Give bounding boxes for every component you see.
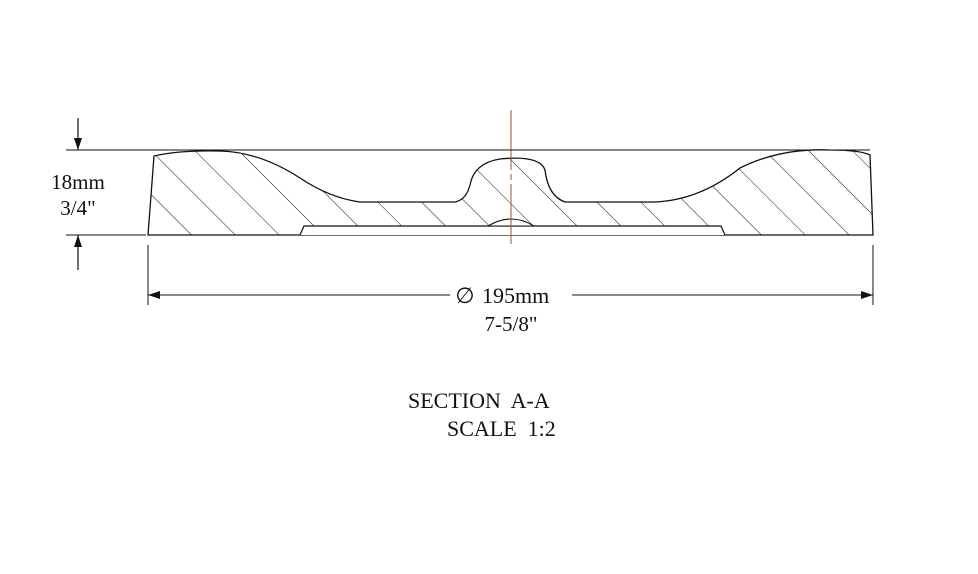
part-outline: [147, 149, 874, 236]
height-metric-label: 18mm: [51, 170, 105, 194]
diameter-symbol-icon: ∅: [455, 283, 474, 308]
diameter-metric-label: 195mm: [482, 283, 549, 308]
diameter-imperial-label: 7-5/8": [485, 312, 538, 336]
section-title: SECTION A-A: [408, 388, 550, 413]
scale-label: SCALE 1:2: [447, 416, 556, 441]
bottom-recess: [299, 225, 726, 236]
height-imperial-label: 3/4": [60, 196, 95, 220]
